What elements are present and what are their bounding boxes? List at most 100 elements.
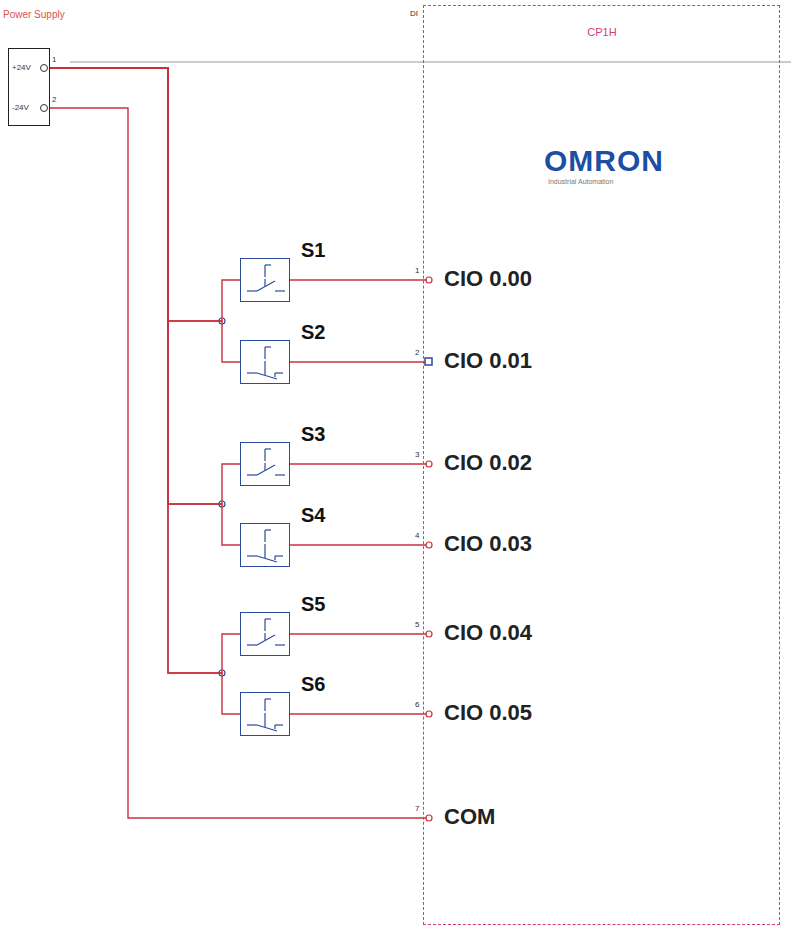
wire [290, 361, 426, 362]
pin-number: 2 [415, 348, 419, 357]
pin-number: 4 [415, 531, 419, 540]
input-address: COM [444, 804, 495, 829]
brand-logo: OMRON [544, 144, 664, 179]
input-terminal [425, 358, 432, 365]
terminal-number: 1 [52, 55, 56, 64]
symbol-stroke [247, 372, 257, 373]
wire [290, 713, 426, 714]
switch-label: S4 [301, 504, 325, 527]
symbol-stroke [264, 347, 265, 359]
supply-title: Power Supply [3, 9, 65, 21]
wire [50, 68, 240, 545]
switch-box: S4 [240, 523, 290, 567]
switch-box: S1 [240, 258, 290, 302]
pin-number: 3 [415, 450, 419, 459]
input-address: CIO 0.01 [444, 348, 532, 373]
symbol-stroke [257, 373, 277, 379]
symbol-stroke [264, 279, 265, 286]
wire [290, 463, 426, 464]
switch-box: S5 [240, 612, 290, 656]
wire [50, 108, 426, 818]
terminal-label: -24V [12, 103, 29, 112]
wire [50, 68, 240, 714]
brand-tagline: Industrial Automation [548, 178, 613, 186]
symbol-stroke [275, 724, 283, 725]
symbol-stroke [257, 635, 275, 645]
terminal [41, 65, 48, 72]
symbol-stroke [264, 463, 265, 470]
switch-box: S6 [240, 692, 290, 736]
switch-label: S1 [301, 239, 325, 262]
symbol-stroke [247, 644, 257, 645]
symbol-stroke [247, 474, 257, 475]
symbol-stroke [247, 290, 257, 291]
input-address: CIO 0.05 [444, 700, 532, 725]
terminal-label: +24V [12, 63, 31, 72]
symbol-stroke [264, 449, 265, 461]
symbol-stroke [265, 346, 271, 347]
symbol-stroke [265, 529, 271, 530]
switch-label: S3 [301, 423, 325, 446]
symbol-stroke [265, 264, 271, 265]
symbol-stroke [257, 465, 275, 475]
pushbutton-symbol [241, 693, 289, 735]
module-tag: DI [410, 9, 418, 18]
input-address: CIO 0.03 [444, 531, 532, 556]
symbol-stroke [275, 290, 285, 291]
symbol-stroke [247, 555, 257, 556]
symbol-stroke [274, 373, 275, 377]
terminal-number: 2 [52, 95, 56, 104]
symbol-stroke [264, 633, 265, 640]
symbol-stroke [264, 619, 265, 631]
input-terminal [426, 542, 432, 548]
pushbutton-symbol [241, 524, 289, 566]
input-terminal [426, 711, 432, 717]
pin-number: 1 [415, 266, 419, 275]
power-supply-box: Power Supply+24V-24V [8, 48, 50, 126]
symbol-stroke [264, 265, 265, 277]
input-address: CIO 0.02 [444, 450, 532, 475]
symbol-stroke [275, 474, 285, 475]
pin-number: 5 [415, 620, 419, 629]
input-terminal [426, 815, 432, 821]
symbol-stroke [275, 644, 285, 645]
symbol-stroke [264, 361, 265, 375]
symbol-stroke [247, 724, 257, 725]
wire [50, 68, 240, 362]
pushbutton-symbol [241, 613, 289, 655]
symbol-stroke [257, 556, 277, 562]
input-address: CIO 0.00 [444, 266, 532, 291]
pin-number: 7 [415, 804, 419, 813]
pushbutton-symbol [241, 259, 289, 301]
divider-line [70, 62, 791, 63]
input-terminal [426, 461, 432, 467]
terminal [41, 105, 48, 112]
symbol-stroke [257, 281, 275, 291]
wire [50, 68, 240, 321]
symbol-stroke [265, 448, 271, 449]
switch-label: S2 [301, 321, 325, 344]
wire [290, 633, 426, 634]
module-name: CP1H [587, 26, 616, 39]
symbol-stroke [257, 725, 277, 731]
symbol-stroke [275, 555, 283, 556]
symbol-stroke [264, 713, 265, 727]
pin-number: 6 [415, 700, 419, 709]
symbol-stroke [264, 699, 265, 711]
input-terminal [426, 277, 432, 283]
wire [290, 279, 426, 280]
switch-box: S3 [240, 442, 290, 486]
switch-label: S6 [301, 673, 325, 696]
wire [290, 544, 426, 545]
symbol-stroke [264, 544, 265, 558]
symbol-stroke [265, 618, 271, 619]
wire [50, 68, 240, 673]
pushbutton-symbol [241, 341, 289, 383]
switch-label: S5 [301, 593, 325, 616]
input-address: CIO 0.04 [444, 620, 532, 645]
wire [50, 68, 240, 504]
symbol-stroke [275, 372, 283, 373]
input-terminal [426, 631, 432, 637]
